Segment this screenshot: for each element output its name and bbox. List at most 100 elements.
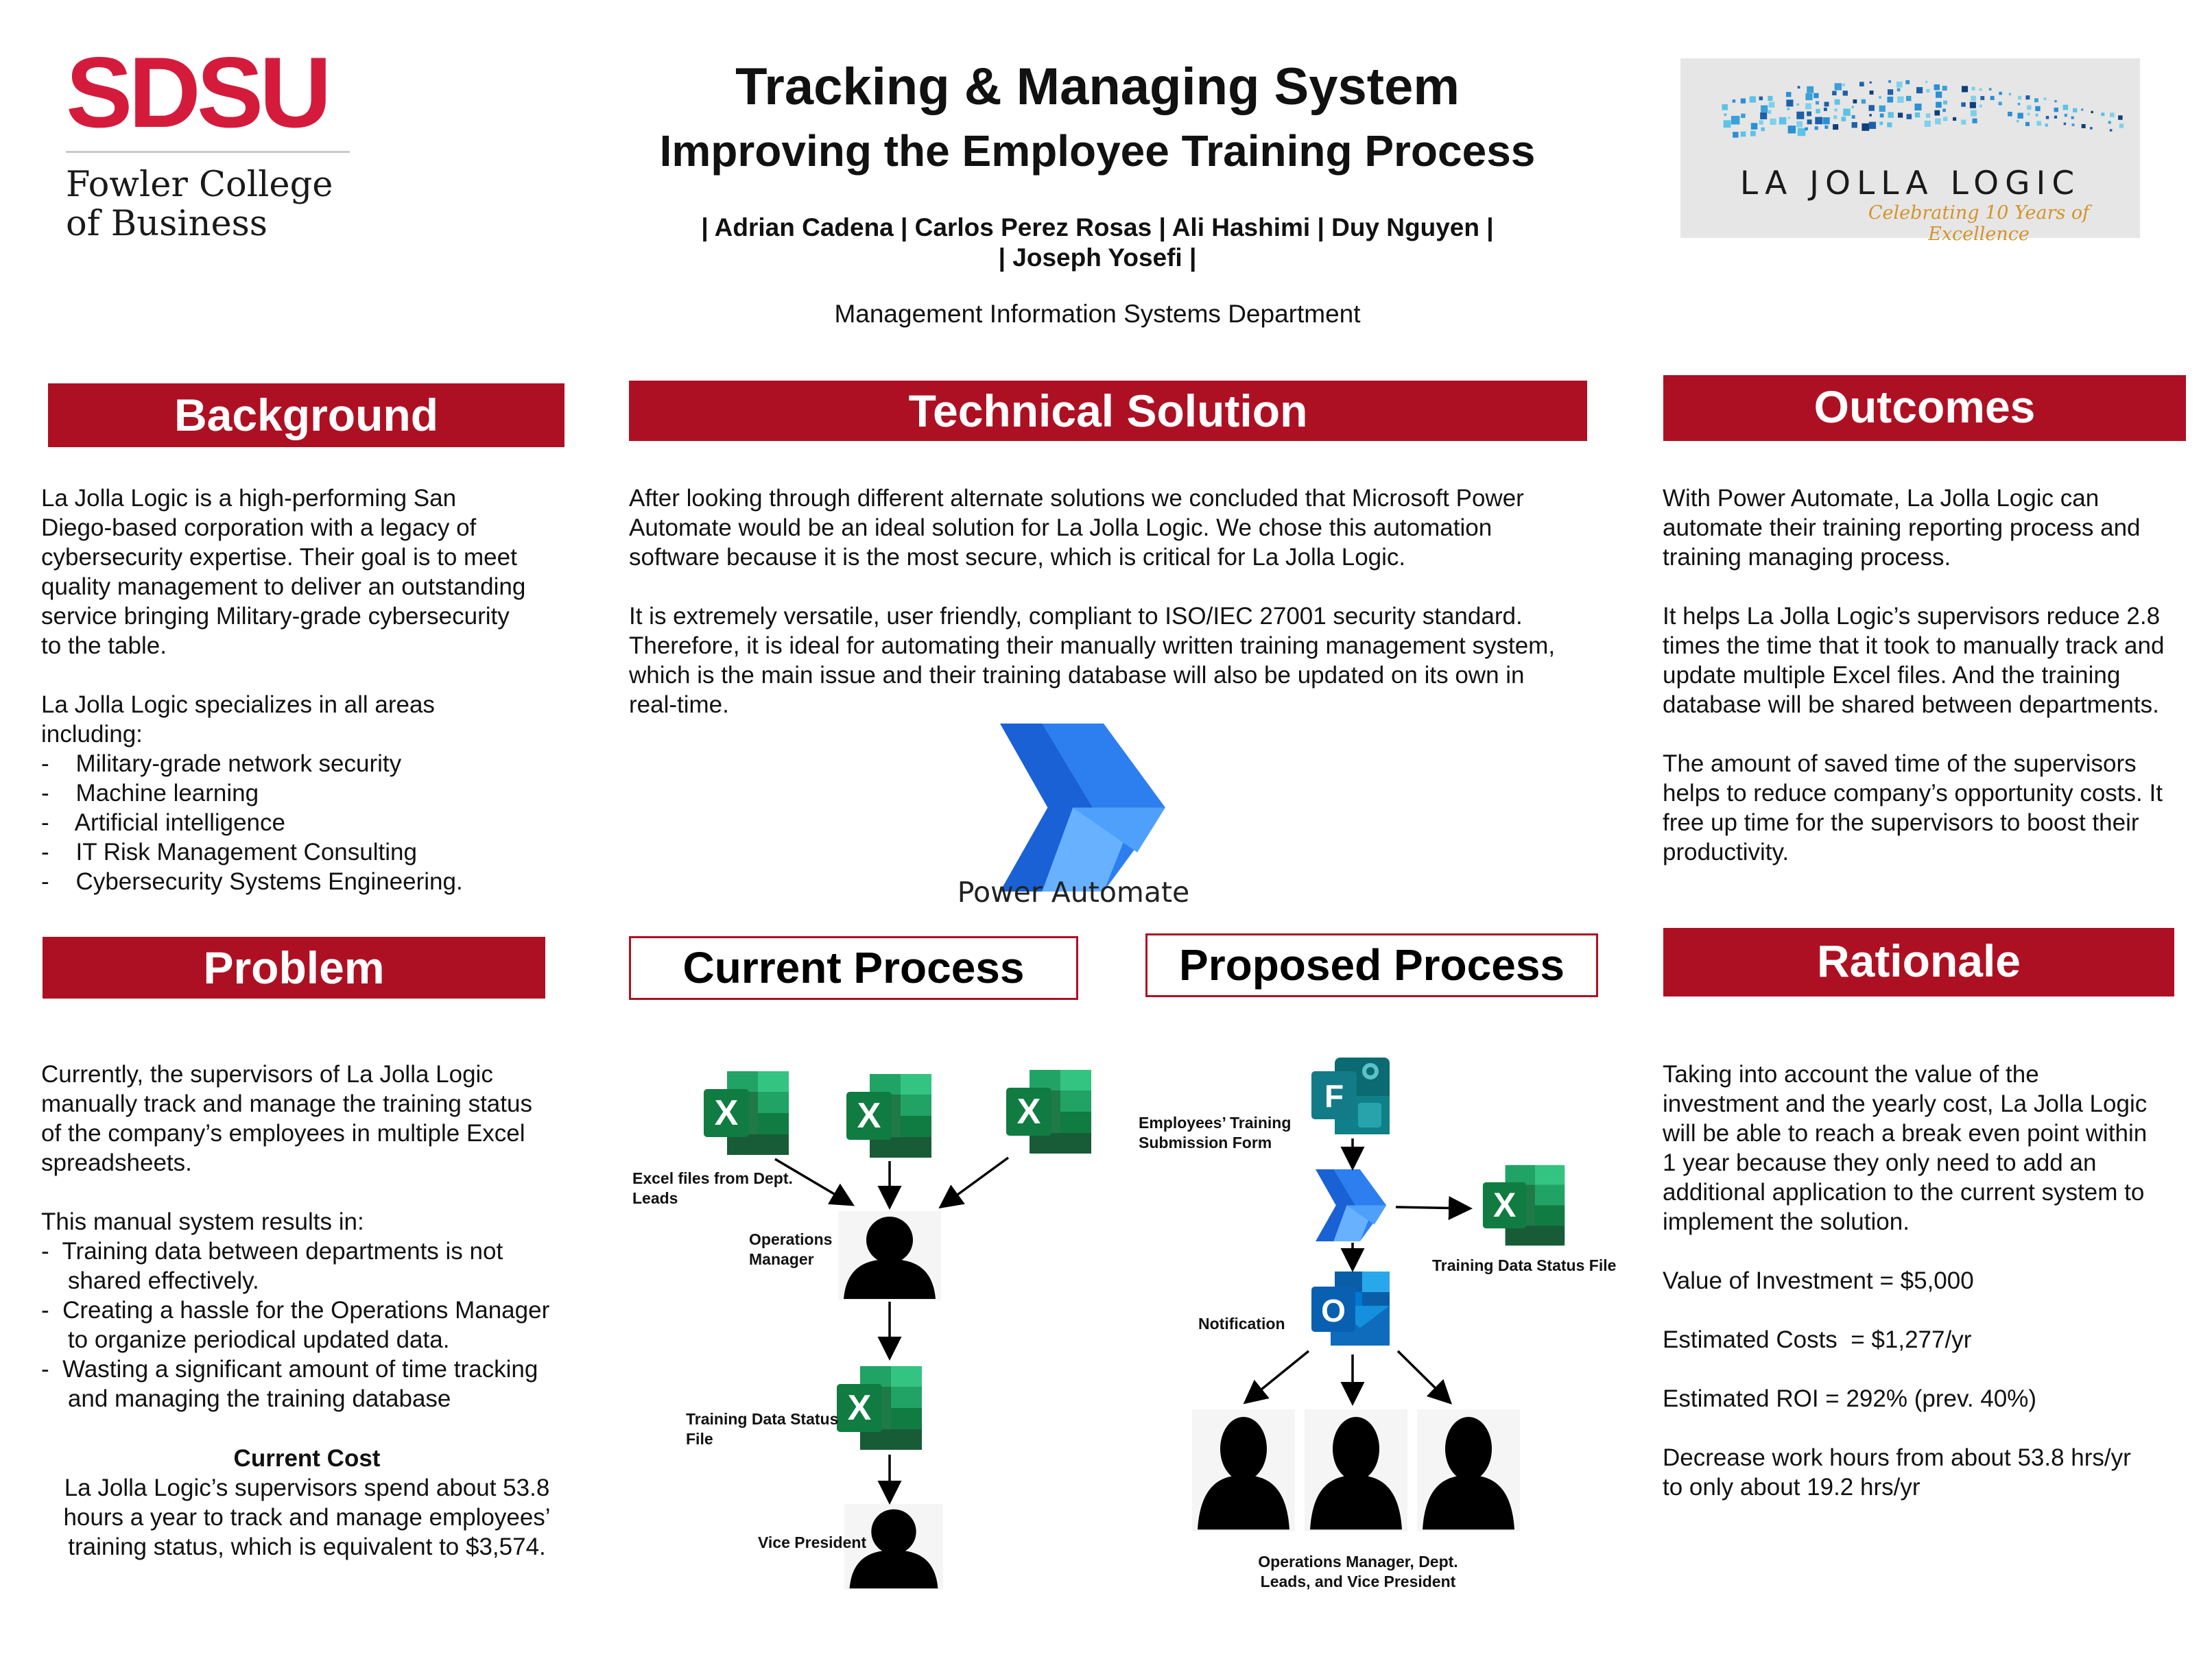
logo-dot (1842, 83, 1845, 86)
logo-dot (1971, 86, 1975, 91)
logo-dot (1851, 106, 1854, 108)
logo-dot (1942, 86, 1947, 91)
logo-dot (1851, 115, 1855, 119)
logo-dot (1805, 93, 1813, 101)
logo-dot (2045, 116, 2049, 119)
logo-name: LA JOLLA LOGIC (1739, 165, 2081, 202)
logo-dot (1942, 108, 1946, 112)
la-jolla-logic-logo: LA JOLLA LOGIC Celebrating 10 Years of E… (1680, 58, 2140, 245)
logo-dot (1897, 96, 1904, 103)
logo-dot (1925, 80, 1928, 84)
sdsu-wordmark: SDSU (66, 36, 332, 148)
logo-dot (2062, 104, 2069, 110)
logo-dot (1888, 112, 1894, 118)
arrow-icon (774, 1158, 855, 1206)
logo-dot (2027, 112, 2030, 116)
logo-dot (1853, 99, 1857, 104)
logo-dot (1962, 86, 1969, 93)
logo-dot (1787, 108, 1790, 110)
logo-dot (1823, 108, 1827, 111)
rationale-heading: Rationale (1663, 928, 2174, 996)
logo-dot (1841, 117, 1846, 121)
logo-dot (1926, 88, 1930, 93)
logo-dot (1796, 111, 1805, 119)
outcomes-text: With Power Automate, La Jolla Logic can … (1663, 485, 2165, 866)
logo-dot (1807, 119, 1812, 125)
logo-dot (2081, 123, 2086, 128)
background-heading: Background (48, 383, 564, 447)
background-text: La Jolla Logic is a high-performing San … (41, 485, 526, 895)
logo-dot (1979, 88, 1982, 91)
logo-dot (1970, 110, 1977, 117)
current-cost-text: La Jolla Logic’s supervisors spend about… (63, 1475, 551, 1560)
logo-dot (1814, 126, 1818, 130)
logo-dot (2017, 120, 2019, 123)
logo-dot (1896, 88, 1901, 92)
logo-dot (1969, 102, 1976, 108)
logo-dot (1934, 110, 1940, 116)
logo-dot (1786, 92, 1792, 97)
logo-dot (1805, 103, 1811, 110)
logo-dot (1796, 121, 1803, 128)
logo-dot (1740, 131, 1746, 137)
logo-dot (2054, 107, 2058, 112)
operations-manager-label: Operations Manager (749, 1230, 833, 1268)
arrow-icon (1243, 1350, 1310, 1405)
logo-dot (1759, 120, 1763, 125)
logo-dot (1961, 102, 1966, 107)
rationale-text: Taking into account the value of the inv… (1663, 1061, 2148, 1501)
logo-dot (1868, 105, 1875, 111)
logo-dot (1869, 81, 1872, 84)
logo-dot (1869, 91, 1874, 95)
logo-dot (1786, 99, 1794, 107)
logo-dot (1914, 112, 1920, 118)
logo-dot (1851, 122, 1857, 128)
logo-dot (1961, 119, 1966, 125)
logo-dot (1888, 89, 1894, 95)
logo-dot (2027, 105, 2032, 110)
logo-dot (2101, 112, 2105, 117)
vice-president-label: Vice President (758, 1533, 867, 1551)
logo-dot (1862, 123, 1870, 131)
logo-dot (2119, 123, 2124, 128)
logo-dot (1787, 117, 1790, 119)
current-cost-heading: Current Cost (233, 1445, 381, 1472)
logo-dot (2036, 121, 2042, 126)
logo-dot (2025, 95, 2030, 100)
logo-dot (1770, 118, 1776, 125)
logo-dot (1815, 101, 1819, 105)
notification-label: Notification (1198, 1315, 1285, 1333)
logo-dot (1722, 104, 1728, 110)
logo-dot (2025, 121, 2030, 126)
problem-text: Currently, the supervisors of La Jolla L… (41, 1061, 550, 1412)
logo-dot (1869, 114, 1872, 117)
logo-dot (1834, 83, 1842, 91)
arrow-icon (1396, 1350, 1452, 1405)
logo-dot (1914, 104, 1922, 111)
logo-dot (1936, 102, 1942, 108)
logo-dot (2118, 115, 2123, 120)
logo-dot (1759, 96, 1763, 101)
logo-divider (66, 151, 350, 153)
logo-dot (2035, 106, 2041, 112)
logo-dot (1905, 95, 1912, 102)
logo-dot (1750, 123, 1758, 130)
logo-dot (2064, 113, 2068, 117)
logo-dot (2043, 97, 2047, 101)
logo-dot (1750, 130, 1756, 136)
logo-dot (1887, 122, 1892, 128)
technical-solution-text: After looking through different alternat… (629, 485, 1556, 718)
logo-dot (1906, 114, 1912, 119)
logo-dot (1834, 99, 1840, 105)
logo-dot (1833, 115, 1838, 119)
logo-dot (1971, 95, 1976, 102)
logo-dot (2018, 95, 2022, 100)
logo-dot (1896, 81, 1903, 88)
authors-line-2: | Joseph Yosefi | (998, 243, 1197, 272)
logo-dot (1813, 93, 1819, 99)
logo-dot (1833, 124, 1839, 130)
logo-dot (1787, 126, 1796, 134)
poster-title: Tracking & Managing System (735, 58, 1460, 116)
logo-dot (1990, 95, 1995, 100)
logo-dot (1824, 102, 1829, 107)
